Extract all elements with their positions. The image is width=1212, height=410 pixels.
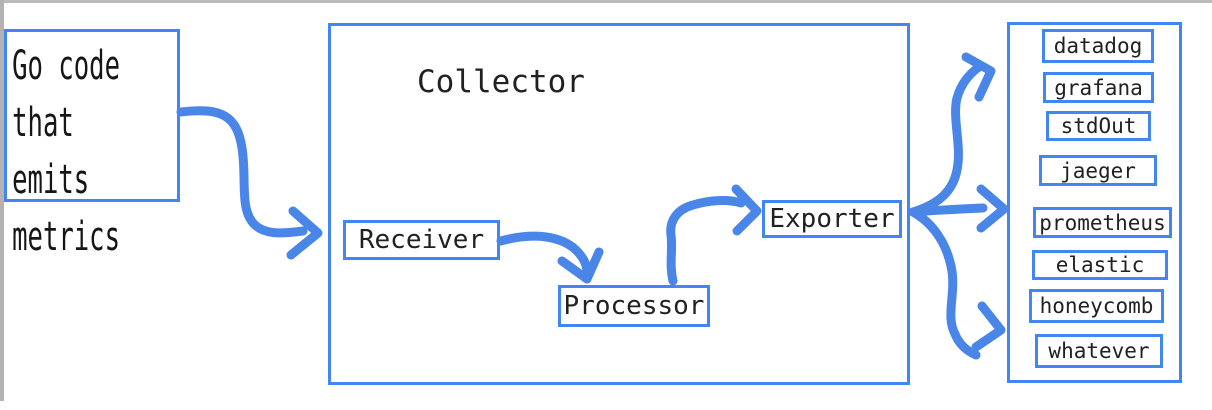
source-code-label: Go code that emits metrics (12, 43, 121, 260)
sink-box-jaeger: jaeger (1039, 155, 1157, 186)
exporter-box: Exporter (762, 200, 902, 238)
arrow-exporter-to-sinks-top (908, 62, 984, 217)
arrow-source-to-receiver (176, 106, 308, 238)
arrow-exporter-to-sinks-middle (908, 203, 988, 217)
sink-label: jaeger (1060, 158, 1136, 183)
arrowhead-exporter-to-sinks-middle (976, 184, 1009, 233)
arrowhead-exporter-to-sinks-bottom (971, 301, 1006, 352)
window-edge-left (0, 0, 4, 401)
collector-title: Collector (417, 64, 585, 100)
sink-label: honeycomb (1039, 294, 1154, 318)
source-code-box: Go code that emits metrics (4, 29, 180, 260)
arrowhead-source-to-receiver (286, 206, 323, 260)
sink-label: datadog (1053, 34, 1143, 58)
sink-label: grafana (1054, 75, 1143, 100)
sink-label: whatever (1048, 339, 1150, 363)
arrow-exporter-to-sinks-bottom (908, 207, 981, 360)
sink-box-datadog: datadog (1042, 29, 1154, 63)
sink-label: prometheus (1039, 210, 1166, 235)
exporter-label: Exporter (769, 204, 895, 234)
arrowhead-exporter-to-sinks-top (961, 52, 996, 102)
sink-box-prometheus: prometheus (1033, 207, 1172, 238)
sink-label: stdOut (1060, 114, 1137, 138)
sink-label: elastic (1055, 253, 1145, 277)
sink-box-whatever: whatever (1035, 334, 1163, 368)
processor-label: Processor (563, 291, 705, 321)
receiver-label: Receiver (358, 225, 485, 255)
receiver-box: Receiver (343, 220, 500, 260)
sink-box-elastic: elastic (1032, 250, 1168, 280)
sink-box-grafana: grafana (1043, 72, 1154, 103)
sink-box-stdout: stdOut (1046, 111, 1151, 141)
processor-box: Processor (558, 285, 710, 327)
sink-box-honeycomb: honeycomb (1029, 289, 1164, 323)
window-edge-top (0, 0, 1212, 3)
